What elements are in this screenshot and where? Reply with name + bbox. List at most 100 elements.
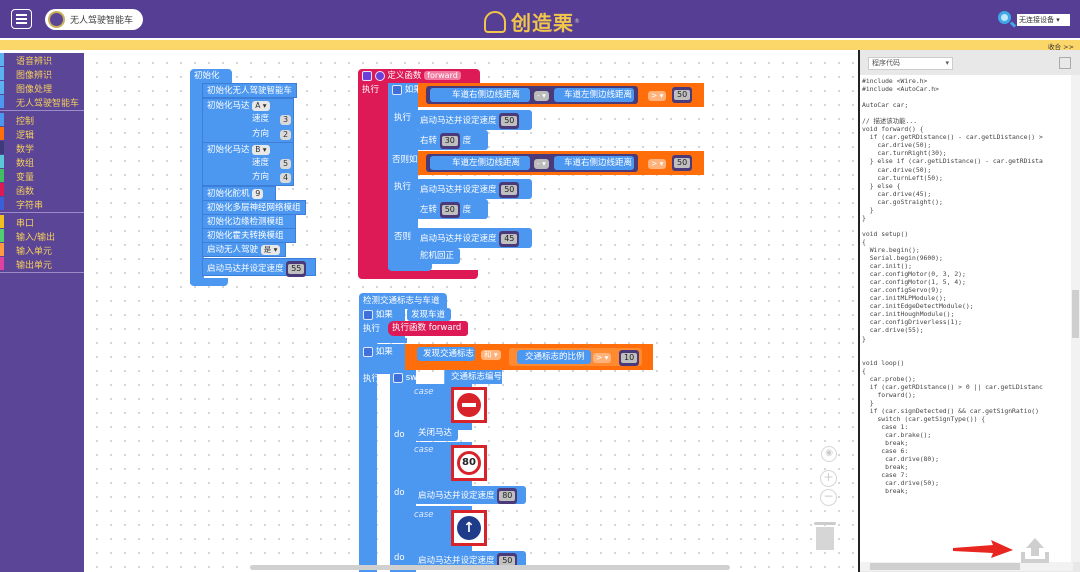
threshold-input-1[interactable]: 50 [672,87,693,103]
car-init-block[interactable]: 初始化无人驾驶智能车 [202,83,297,98]
code-language-select[interactable]: 程序代码▾ [868,57,953,70]
search-device-icon[interactable] [998,11,1011,24]
edit-code-icon[interactable] [1059,57,1071,69]
drive-block-case2[interactable]: 启动马达并设定速度 80 [414,486,526,504]
minus-op-dropdown[interactable]: - ▾ [534,89,549,103]
servo-pin-value[interactable]: 9 [252,188,264,199]
code-viewer[interactable]: #include <Wire.h> #include <AutoCar.h> A… [860,75,1073,562]
mutator-gear-icon[interactable] [362,70,372,81]
device-select[interactable]: 无连接设备 ▾ [1017,14,1070,26]
category-speech[interactable]: 语音辨识 [0,53,84,67]
category-logic[interactable]: 逻辑 [0,127,84,141]
sign-ratio-block[interactable]: 交通标志的比例 [517,350,591,364]
code-vertical-scrollbar[interactable] [1071,75,1080,562]
drive-value-2[interactable]: 50 [501,185,518,195]
function-name-field[interactable]: forward [424,71,461,80]
threshold-input-2[interactable]: 50 [672,155,693,171]
drive-block-case3[interactable]: 启动马达并设定速度 50 [414,551,526,569]
turn-left-value[interactable]: 50 [441,205,458,215]
code-horizontal-scrollbar[interactable] [860,562,1073,571]
define-label: 定义函数 [387,71,422,81]
motor-b-speed-input[interactable]: 5 [280,157,292,171]
sign-id-block[interactable]: 交通标志编号 [444,370,502,384]
menu-button[interactable] [11,9,32,29]
zoom-in-icon[interactable]: + [820,470,837,487]
category-serial[interactable]: 串口 [0,215,84,229]
drive-block-1[interactable]: 启动马达并设定速度 50 [416,110,532,130]
category-io[interactable]: 输入/输出 [0,229,84,243]
project-selector[interactable]: 无人驾驶智能车 [45,9,143,30]
right-distance-block[interactable]: 车道右侧边线距离 [430,88,530,102]
upload-icon[interactable] [1020,538,1050,564]
turn-left-block[interactable]: 左转 50 度 [416,199,488,219]
zoom-out-icon[interactable]: − [820,489,837,506]
category-function[interactable]: 函数 [0,183,84,197]
block-workspace[interactable]: 初始化 初始化无人驾驶智能车 初始化马达 A ▾ 速度 3 方向 2 初始化马达… [84,50,856,572]
motor-b-port-dropdown[interactable]: B ▾ [252,144,270,155]
gt-op-dropdown-3[interactable]: > ▾ [593,351,612,365]
category-input-unit[interactable]: 输入单元 [0,243,84,257]
turn-right-value[interactable]: 30 [441,136,458,146]
sign-found-block[interactable]: 发现交通标志 [417,347,475,361]
collapse-code-link[interactable]: 收合 >> [1048,43,1074,51]
hough-init-block[interactable]: 初始化霍夫转换模组 [202,228,296,243]
turn-right-block[interactable]: 右转 30 度 [416,130,488,150]
and-op-dropdown[interactable]: 和 ▾ [481,348,501,362]
drive-value-3[interactable]: 45 [501,234,518,244]
call-forward-block[interactable]: 执行函数 forward [388,321,468,336]
speed-limit-80-sign-icon[interactable]: 80 [451,445,487,481]
drive-block-3[interactable]: 启动马达并设定速度 45 [416,228,532,248]
ratio-input[interactable]: 10 [619,350,640,366]
category-array[interactable]: 数组 [0,155,84,169]
motor-a-dir-input[interactable]: 2 [280,128,292,142]
driverless-dropdown[interactable]: 是 ▾ [260,244,281,255]
drive-block-2[interactable]: 启动马达并设定速度 50 [416,179,532,199]
left-distance-block-2[interactable]: 车道左侧边线距离 [430,156,530,170]
workspace-horizontal-scrollbar[interactable] [250,565,730,570]
category-math[interactable]: 数学 [0,141,84,155]
category-autonomous-car[interactable]: 无人驾驶智能车 [0,95,84,109]
category-variable[interactable]: 变量 [0,169,84,183]
case2-speed-value[interactable]: 80 [499,491,516,501]
motor-a-speed-input[interactable]: 3 [280,113,292,127]
category-image-recognition[interactable]: 图像辨识 [0,67,84,81]
scroll-thumb[interactable] [870,563,1020,570]
trash-icon[interactable] [814,522,836,550]
scroll-thumb[interactable] [1072,290,1079,338]
if-else-block[interactable] [388,83,418,269]
help-icon[interactable] [374,70,385,81]
straight-ahead-sign-icon[interactable]: ↑ [451,510,487,546]
switch-gear-icon[interactable] [393,372,403,383]
drive-value-1[interactable]: 50 [501,116,518,126]
init-drive-input[interactable]: 55 [286,261,307,277]
motor-b-dir-input[interactable]: 4 [280,171,292,185]
category-string[interactable]: 字符串 [0,197,84,211]
init-header[interactable]: 初始化 [190,69,232,83]
if-lane-gear-icon[interactable] [363,309,373,320]
servo-init-block[interactable]: 初始化舵机 9 [202,186,276,201]
category-control[interactable]: 控制 [0,113,84,127]
category-image-processing[interactable]: 图像处理 [0,81,84,95]
lane-found-block[interactable]: 发现车道 [407,308,451,321]
mlp-init-block[interactable]: 初始化多层神经网络模组 [202,200,306,215]
category-output-unit[interactable]: 输出单元 [0,257,84,271]
stop-motor-block[interactable]: 关闭马达 [414,426,458,441]
recenter-icon[interactable]: ◉ [821,446,837,462]
gt-op-dropdown-1[interactable]: > ▾ [648,89,667,103]
left-distance-block[interactable]: 车道左侧边线距离 [554,88,634,102]
if-mutator-gear-icon[interactable] [392,84,402,95]
if-sign-gear-icon[interactable] [363,346,373,357]
function-define-header[interactable]: 定义函数 forward [358,69,480,83]
detect-header[interactable]: 检测交通标志与车道 [359,293,447,309]
no-entry-sign-icon[interactable] [451,387,487,423]
case3-speed-value[interactable]: 50 [499,556,516,566]
right-distance-block-2[interactable]: 车道右侧边线距离 [554,156,634,170]
motor-a-port-dropdown[interactable]: A ▾ [252,100,270,111]
edge-init-block[interactable]: 初始化边缘检测模组 [202,214,296,229]
motor-b-block[interactable]: 初始化马达 B ▾ [202,142,294,186]
gt-op-dropdown-2[interactable]: > ▾ [648,157,667,171]
servo-center-block[interactable]: 舵机回正 [416,248,460,264]
init-drive-block[interactable]: 启动马达并设定速度 55 [202,258,316,277]
driverless-block[interactable]: 启动无人驾驶 是 ▾ [202,242,286,257]
minus-op-dropdown-2[interactable]: - ▾ [534,157,549,171]
